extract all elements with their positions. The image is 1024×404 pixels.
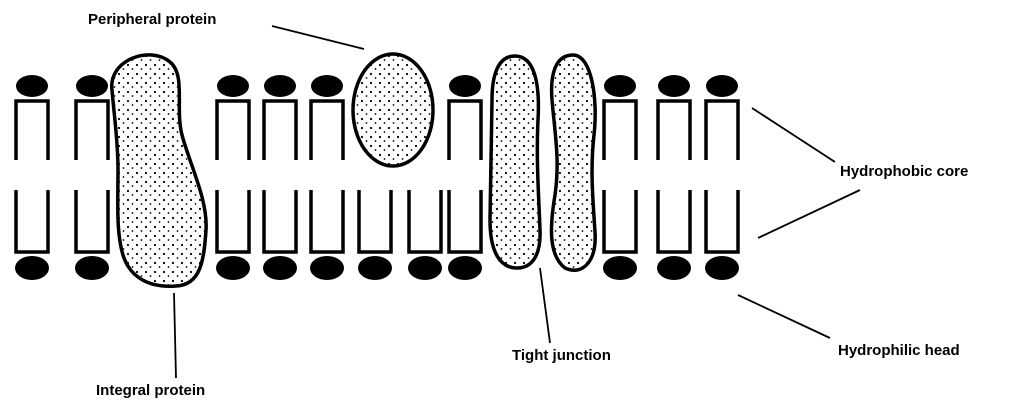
hydrophobic-tail-bottom <box>264 190 296 252</box>
hydrophilic-head-top <box>449 75 481 97</box>
hydrophobic-tail-bottom <box>604 190 636 252</box>
pointer-peripheral-protein <box>272 26 364 49</box>
label-hydrophobic-core: Hydrophobic core <box>840 164 968 179</box>
hydrophobic-tail-top <box>449 101 481 160</box>
hydrophilic-head-bottom <box>310 256 344 280</box>
hydrophilic-head-bottom <box>75 256 109 280</box>
hydrophobic-tail-bottom <box>16 190 48 252</box>
hydrophilic-head-bottom <box>408 256 442 280</box>
hydrophobic-tail-bottom <box>449 190 481 252</box>
hydrophilic-head-top <box>16 75 48 97</box>
tight-junction-protein-left <box>490 56 540 268</box>
hydrophilic-head-bottom <box>603 256 637 280</box>
hydrophilic-head-top <box>264 75 296 97</box>
hydrophobic-tail-bottom <box>359 190 391 252</box>
pointer-hydrophilic-head <box>738 295 830 338</box>
hydrophobic-tail-top <box>604 101 636 160</box>
tight-junction-protein-right <box>551 55 595 270</box>
integral-protein <box>112 55 206 286</box>
hydrophilic-head-top <box>76 75 108 97</box>
hydrophilic-head-bottom <box>448 256 482 280</box>
pointer-hydrophobic-core-lower <box>758 190 860 238</box>
hydrophobic-tail-top <box>76 101 108 160</box>
pointer-hydrophobic-core-upper <box>752 108 835 162</box>
peripheral-protein <box>353 54 433 166</box>
hydrophilic-head-bottom <box>263 256 297 280</box>
hydrophobic-tail-top <box>706 101 738 160</box>
hydrophilic-head-top <box>311 75 343 97</box>
hydrophobic-tail-bottom <box>409 190 441 252</box>
label-integral-protein: Integral protein <box>96 383 205 398</box>
hydrophilic-head-bottom <box>705 256 739 280</box>
hydrophobic-tail-top <box>217 101 249 160</box>
hydrophilic-head-top <box>658 75 690 97</box>
hydrophilic-head-top <box>706 75 738 97</box>
label-peripheral-protein: Peripheral protein <box>88 12 216 27</box>
label-hydrophilic-head: Hydrophilic head <box>838 343 960 358</box>
pointer-integral-protein <box>174 293 176 378</box>
hydrophilic-head-top <box>604 75 636 97</box>
pointer-tight-junction <box>540 268 550 343</box>
label-tight-junction: Tight junction <box>512 348 611 363</box>
hydrophobic-tail-top <box>658 101 690 160</box>
hydrophobic-tail-top <box>16 101 48 160</box>
hydrophobic-tail-top <box>311 101 343 160</box>
hydrophobic-tail-bottom <box>217 190 249 252</box>
hydrophobic-tail-bottom <box>76 190 108 252</box>
hydrophilic-head-top <box>217 75 249 97</box>
hydrophilic-head-bottom <box>358 256 392 280</box>
hydrophobic-tail-bottom <box>311 190 343 252</box>
hydrophilic-head-bottom <box>657 256 691 280</box>
hydrophilic-head-bottom <box>216 256 250 280</box>
hydrophilic-head-bottom <box>15 256 49 280</box>
hydrophobic-tail-bottom <box>658 190 690 252</box>
hydrophobic-tail-bottom <box>706 190 738 252</box>
hydrophobic-tail-top <box>264 101 296 160</box>
